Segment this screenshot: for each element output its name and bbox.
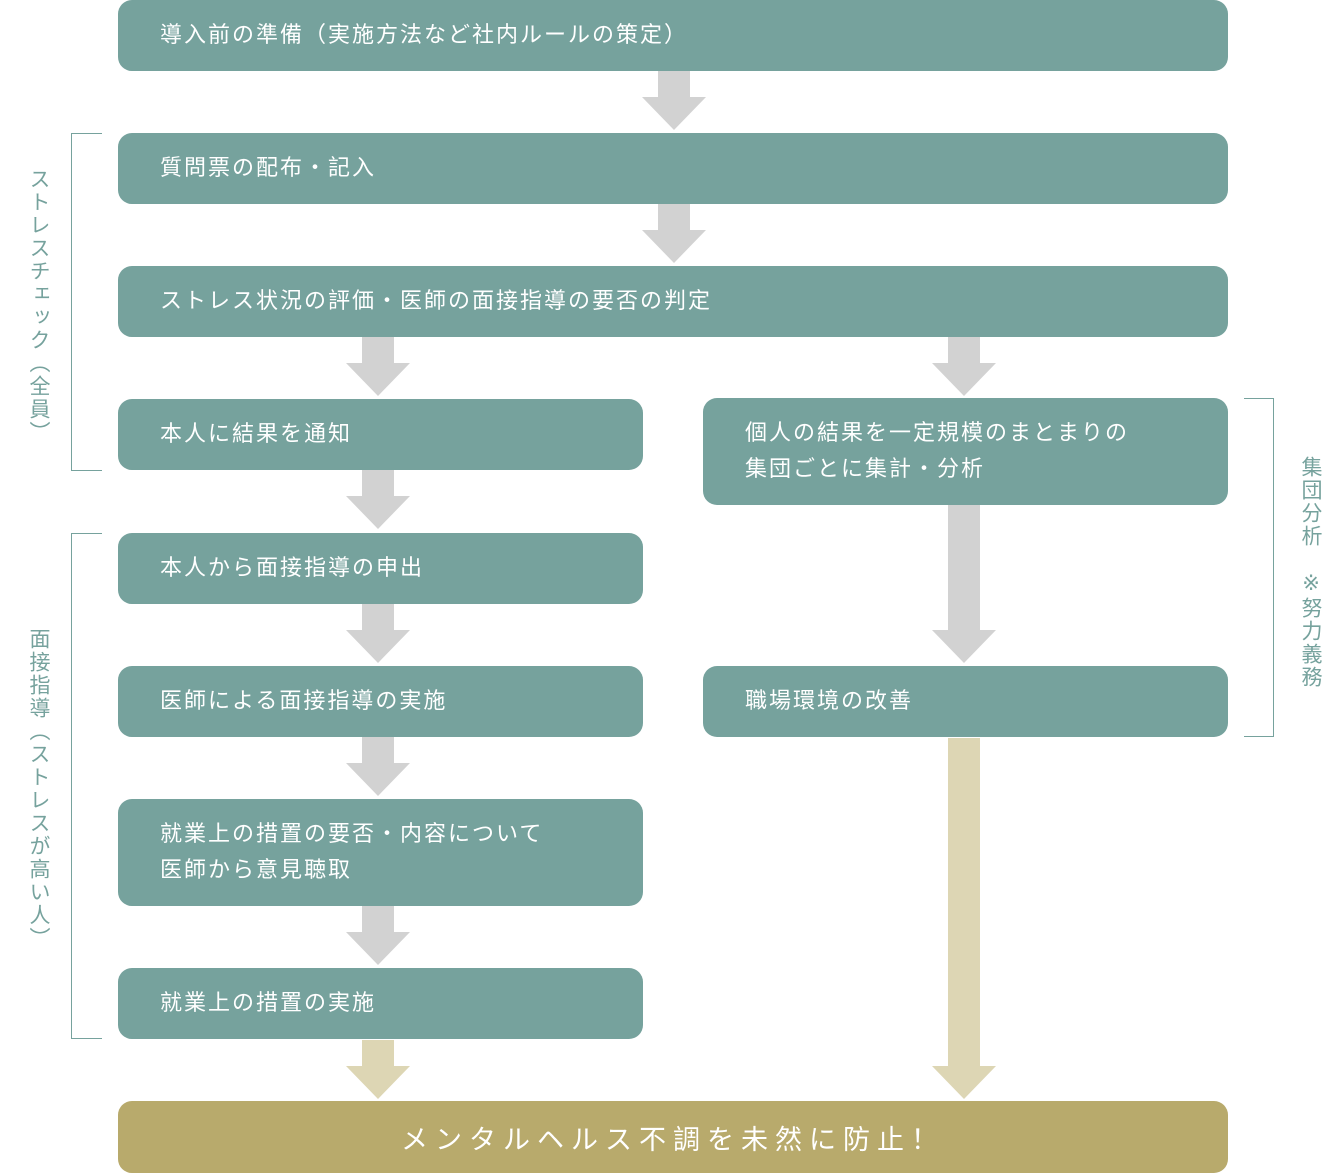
arrow-down <box>346 906 410 965</box>
request-step: 本人から面接指導の申出 <box>118 533 643 604</box>
stress-check-label: ストレスチェック（全員） <box>27 168 51 444</box>
arrow-down <box>346 737 410 796</box>
opinion-step-text-line1: 就業上の措置の要否・内容について <box>160 821 544 847</box>
notify-step-text: 本人に結果を通知 <box>160 421 353 447</box>
group-analysis-step-text-line2: 集団ごとに集計・分析 <box>745 456 986 482</box>
arrow-down <box>932 337 996 396</box>
arrow-down <box>642 204 706 263</box>
interview-guidance-bracket <box>71 533 102 1039</box>
arrow-down <box>932 505 996 663</box>
arrow-down <box>346 337 410 396</box>
arrow-down <box>346 470 410 529</box>
group-analysis-label: 集団分析 ※努力義務 <box>1299 456 1323 689</box>
stress-check-bracket <box>71 133 102 471</box>
interview-guidance-label: 面接指導（ストレスが高い人） <box>27 628 51 950</box>
group-analysis-step: 個人の結果を一定規模のまとまりの 集団ごとに集計・分析 <box>703 398 1228 505</box>
measures-step: 就業上の措置の実施 <box>118 968 643 1039</box>
measures-step-text: 就業上の措置の実施 <box>160 990 377 1016</box>
interview-step: 医師による面接指導の実施 <box>118 666 643 737</box>
evaluation-step-text: ストレス状況の評価・医師の面接指導の要否の判定 <box>160 288 713 314</box>
final-goal-text: メンタルヘルス不調を未然に防止！ <box>401 1124 945 1156</box>
prep-step-text: 導入前の準備（実施方法など社内ルールの策定） <box>160 22 689 48</box>
notify-step: 本人に結果を通知 <box>118 399 643 470</box>
evaluation-step: ストレス状況の評価・医師の面接指導の要否の判定 <box>118 266 1228 337</box>
questionnaire-step: 質問票の配布・記入 <box>118 133 1228 204</box>
prep-step: 導入前の準備（実施方法など社内ルールの策定） <box>118 0 1228 71</box>
group-analysis-bracket <box>1244 398 1274 737</box>
opinion-step-text-line2: 医師から意見聴取 <box>160 857 353 883</box>
opinion-step: 就業上の措置の要否・内容について 医師から意見聴取 <box>118 799 643 906</box>
final-goal: メンタルヘルス不調を未然に防止！ <box>118 1101 1228 1173</box>
arrow-down <box>346 1040 410 1099</box>
arrow-down <box>932 738 996 1099</box>
group-analysis-step-text-line1: 個人の結果を一定規模のまとまりの <box>745 420 1130 446</box>
improve-step-text: 職場環境の改善 <box>745 688 914 714</box>
questionnaire-step-text: 質問票の配布・記入 <box>160 155 377 181</box>
improve-step: 職場環境の改善 <box>703 666 1228 737</box>
interview-step-text: 医師による面接指導の実施 <box>160 688 448 714</box>
arrow-down <box>346 604 410 663</box>
arrow-down <box>642 71 706 130</box>
request-step-text: 本人から面接指導の申出 <box>160 555 425 581</box>
